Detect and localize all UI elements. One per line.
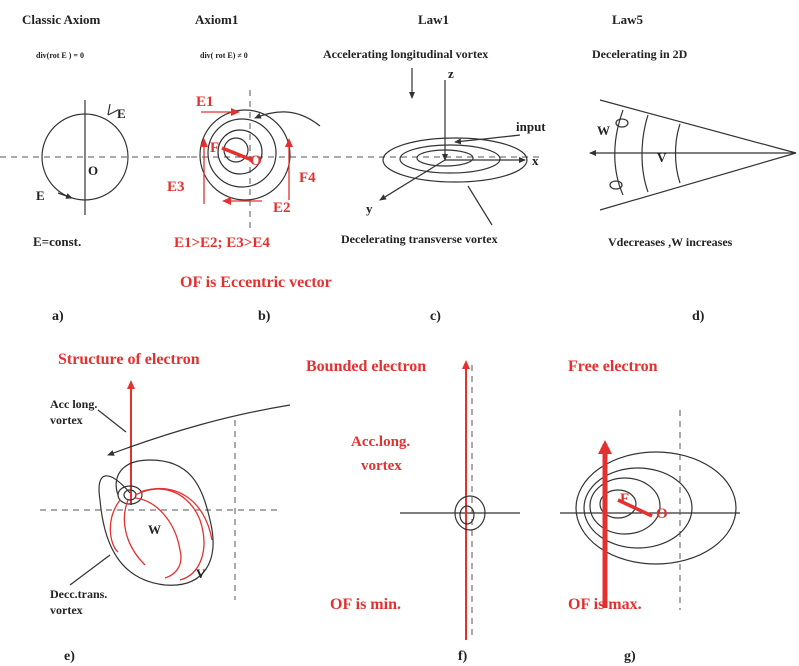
panel-b-circle-2 (207, 118, 277, 188)
panel-b-inflow (254, 111, 321, 127)
panel-c-z: z (448, 66, 454, 81)
panel-e-w: W (148, 522, 161, 537)
panel-b-e1: E1 (196, 94, 214, 110)
panel-c-input: input (516, 119, 546, 134)
panel-e-acc-line1: Acc long. (50, 397, 97, 411)
panel-e: Structure of electron Acc long. vortex W… (40, 351, 291, 664)
panel-g-o: O (656, 506, 668, 522)
panel-e-title: Structure of electron (58, 351, 200, 368)
panel-c-axis-y (379, 159, 446, 201)
panel-g-orbit-3 (589, 477, 661, 535)
panel-b-of-vector (221, 146, 253, 162)
panel-a-label-o: O (88, 163, 98, 178)
panel-d-v: V (657, 150, 667, 165)
panel-d-title: Law5 (612, 12, 644, 27)
panel-c-y: y (366, 201, 373, 216)
panel-b-title: Axiom1 (195, 12, 238, 27)
panel-b-o: O (250, 153, 262, 169)
panel-e-v: V (196, 566, 206, 581)
panel-c: Law1 Accelerating longitudinal vortex z … (323, 12, 546, 324)
panel-b-formula: div( rot E) ≠ 0 (200, 51, 248, 60)
panel-c-trans-pointer (467, 185, 493, 226)
panel-b-e3: E3 (167, 179, 185, 195)
panel-e-outer-spiral (98, 459, 214, 586)
panel-g-orbit-4 (599, 489, 637, 519)
panel-a-arrow-bottom (57, 192, 73, 199)
panel-g-orbit-1 (575, 451, 737, 565)
panel-g-title: Free electron (568, 358, 658, 375)
panel-g-of: OF is max. (568, 596, 642, 613)
panel-b-e2: E2 (273, 200, 291, 216)
panel-a-label-e-bottom: E (36, 188, 45, 203)
panel-e-dec-line1: Decc.trans. (50, 587, 107, 601)
panel-f-title: Bounded electron (306, 358, 426, 375)
panel-e-red-flow-2 (134, 497, 182, 579)
panel-d-caption: Vdecreases ,W increases (608, 235, 733, 249)
panel-d: Law5 Decelerating in 2D W V Vdecreases ,… (589, 12, 797, 324)
panel-b-note: OF is Eccentric vector (180, 274, 332, 291)
panel-g-of-vector (617, 498, 653, 518)
panel-b-caption: E1>E2; E3>E4 (174, 235, 270, 251)
panel-b-circle-1 (199, 109, 291, 201)
panel-f-core-ring-1 (454, 495, 486, 531)
panel-b-circle-3 (217, 129, 263, 175)
panel-c-top-label: Accelerating longitudinal vortex (323, 47, 488, 61)
panel-f-letter: f) (458, 649, 468, 664)
panel-d-cone-top (599, 99, 797, 154)
panel-b-f: F (210, 140, 219, 156)
panel-c-input-arrow (454, 134, 521, 145)
panel-a-letter: a) (52, 309, 64, 324)
panel-d-wave-2 (641, 114, 649, 193)
panel-c-bottom-label: Decelerating transverse vortex (341, 232, 498, 246)
panel-e-inflow (107, 404, 291, 456)
panel-d-w: W (597, 123, 610, 138)
panel-e-dec-line2: vortex (50, 603, 83, 617)
panel-f-acc-line2: vortex (361, 458, 402, 474)
panel-b-f4: F4 (299, 170, 316, 186)
panel-e-red-flow-3 (123, 499, 146, 566)
panel-d-cone-bottom (599, 152, 797, 211)
panel-g-letter: g) (624, 649, 636, 664)
panel-g-f: F (620, 491, 629, 507)
panel-a-label-e-top: E (117, 106, 126, 121)
panel-g-orbit-2 (583, 467, 693, 549)
panel-f-acc-line1: Acc.long. (351, 434, 410, 450)
panel-c-ellipse-2 (399, 144, 501, 174)
panel-e-letter: e) (64, 649, 75, 664)
panel-d-wave-3 (674, 123, 681, 184)
panel-c-x: x (532, 153, 539, 168)
panel-b: Axiom1 div( rot E) ≠ 0 E1 F O E3 F4 E2 E… (167, 12, 335, 324)
panel-e-red-flow-1 (134, 488, 205, 581)
panel-a-caption: E=const. (33, 234, 81, 249)
panel-f-of: OF is min. (330, 596, 401, 613)
panel-c-ellipse-1 (382, 137, 528, 183)
panel-f: Bounded electron Acc.long. vortex OF is … (306, 358, 520, 664)
panel-g: Free electron F O OF is max. g) (560, 358, 740, 664)
panel-e-red-flow-5 (109, 499, 121, 553)
panel-a-formula: div(rot E ) = 0 (36, 51, 84, 60)
panel-b-letter: b) (258, 309, 271, 324)
panel-d-subtitle: Decelerating in 2D (592, 47, 688, 61)
panel-a: Classic Axiom div(rot E ) = 0 E O E E=co… (0, 12, 190, 324)
panel-c-title: Law1 (418, 12, 449, 27)
panel-a-circle (41, 113, 129, 201)
panel-d-vortex-bottom (609, 180, 623, 190)
panel-c-letter: c) (430, 309, 441, 324)
panel-a-arrow-top (107, 103, 119, 116)
panel-d-vortex-top (615, 118, 629, 128)
panel-d-letter: d) (692, 309, 705, 324)
panel-e-dec-pointer (69, 554, 111, 586)
panel-e-acc-pointer (97, 409, 127, 433)
panel-a-title: Classic Axiom (22, 12, 101, 27)
panel-e-inner-ring-1 (117, 485, 143, 505)
panel-c-ellipse-3 (416, 149, 474, 167)
panel-e-acc-line2: vortex (50, 413, 83, 427)
panel-e-red-flow-4 (139, 487, 213, 541)
panel-f-core-ring-2 (459, 505, 475, 525)
